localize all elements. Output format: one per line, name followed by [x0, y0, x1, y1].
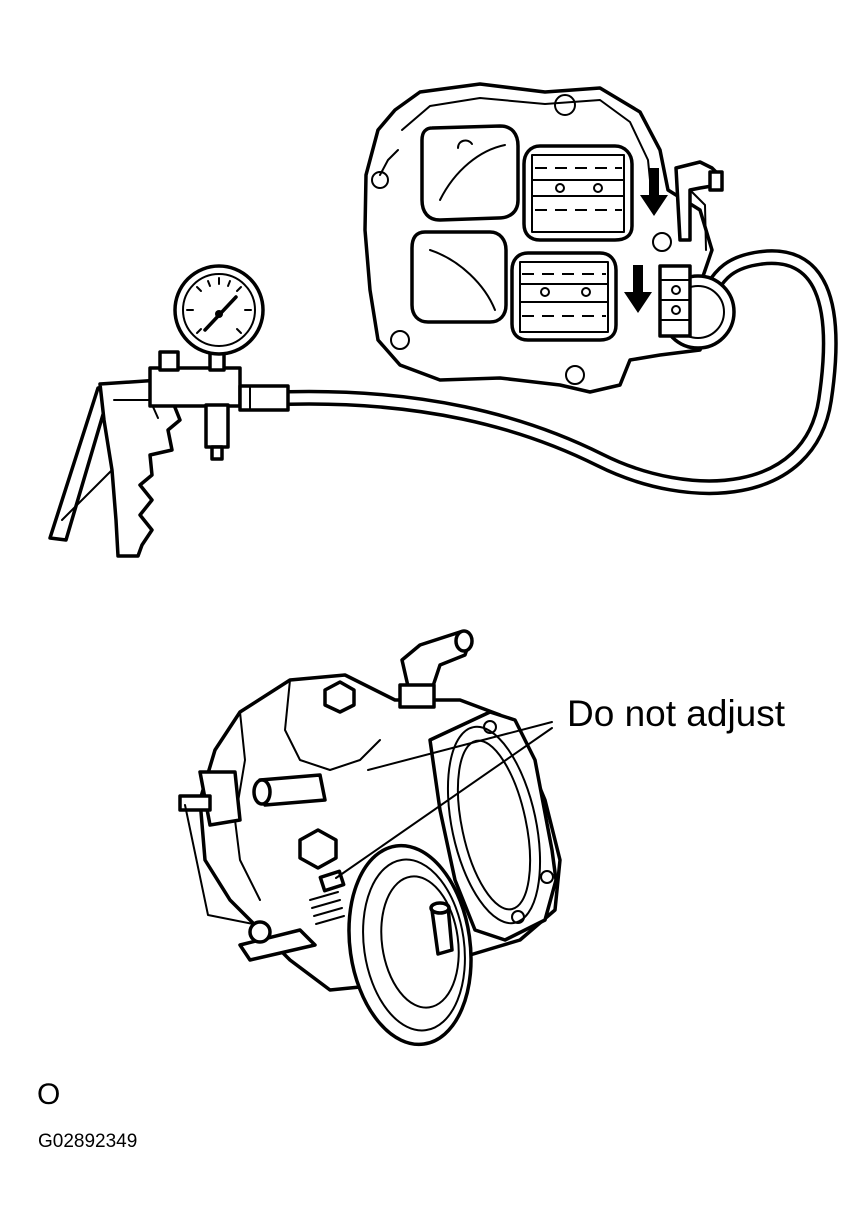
callout-label: Do not adjust	[567, 693, 786, 734]
throttle-body-icon	[178, 629, 562, 1047]
vacuum-pump-gauge-icon	[48, 264, 290, 558]
figure-id: G02892349	[38, 1131, 138, 1152]
down-arrow-icon	[640, 168, 668, 216]
vacuum-hose	[280, 249, 838, 496]
view-letter: O	[37, 1078, 61, 1111]
throttle-body-flange-icon	[363, 82, 736, 394]
gauge-ticks	[186, 277, 252, 334]
down-arrow-icon	[624, 265, 652, 313]
callout-leader-lines	[335, 721, 553, 879]
